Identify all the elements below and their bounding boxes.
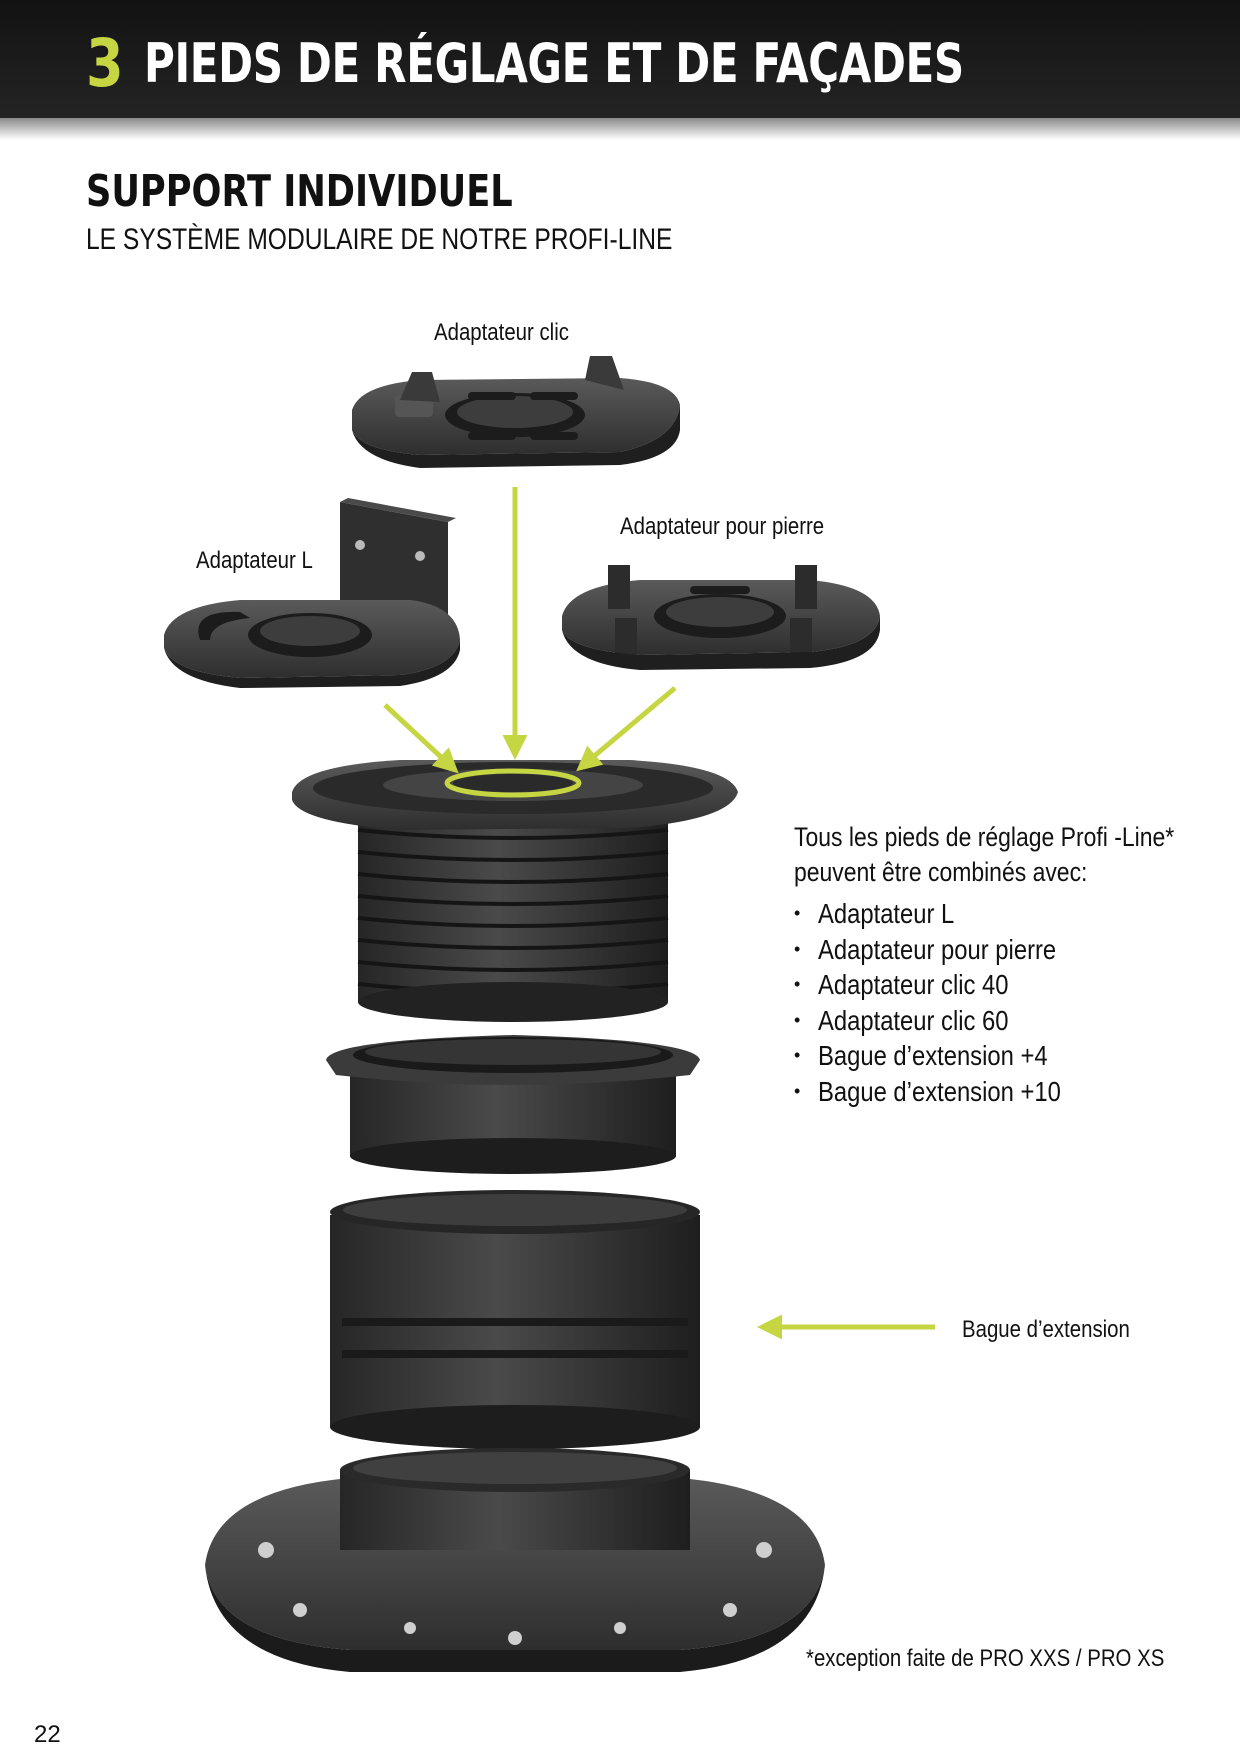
- info-intro: Tous les pieds de réglage Profi -Line* p…: [794, 822, 1175, 887]
- section-subtitle: LE SYSTÈME MODULAIRE DE NOTRE PROFI-LINE: [86, 223, 673, 256]
- info-list: •Adaptateur L •Adaptateur pour pierre •A…: [794, 896, 1214, 1109]
- list-item: •Adaptateur clic 60: [794, 1003, 1214, 1039]
- bullet-icon: •: [794, 1009, 801, 1030]
- pied-de-reglage-part: [292, 760, 738, 1022]
- footnote: *exception faite de PRO XXS / PRO XS: [806, 1645, 1165, 1672]
- arrows: [383, 487, 935, 1340]
- list-item: •Adaptateur L: [794, 896, 1214, 932]
- label-adaptateur-l: Adaptateur L: [196, 547, 313, 574]
- adaptateur-pierre-part: [562, 565, 880, 670]
- arrow-l: [383, 703, 459, 774]
- info-block: Tous les pieds de réglage Profi -Line* p…: [794, 820, 1214, 1109]
- bullet-icon: •: [794, 903, 801, 923]
- bague-extension-large-part: [330, 1190, 700, 1449]
- list-item: •Bague d’extension +4: [794, 1038, 1214, 1074]
- bullet-icon: •: [794, 938, 801, 959]
- bullet-icon: •: [794, 1045, 801, 1065]
- list-item: •Bague d’extension +10: [794, 1074, 1214, 1110]
- section-title: SUPPORT INDIVIDUEL: [86, 166, 513, 217]
- label-adaptateur-pierre: Adaptateur pour pierre: [620, 513, 825, 540]
- label-bague-extension: Bague d’extension: [962, 1316, 1130, 1343]
- bague-extension-small-part: [326, 1035, 700, 1174]
- list-item: •Adaptateur clic 40: [794, 967, 1214, 1003]
- header-bar: [0, 0, 1240, 118]
- base-plate-part: [205, 1448, 825, 1672]
- bullet-icon: •: [794, 1080, 801, 1101]
- page-number: 22: [34, 1721, 61, 1748]
- arrow-pierre: [576, 686, 677, 772]
- bullet-icon: •: [794, 974, 801, 994]
- adaptateur-clic-part: [352, 356, 680, 468]
- chapter-number: 3: [86, 25, 124, 102]
- list-item: •Adaptateur pour pierre: [794, 932, 1214, 968]
- chapter-title: PIEDS DE RÉGLAGE ET DE FAÇADES: [144, 32, 964, 95]
- adaptateur-l-part: [164, 498, 460, 688]
- label-adaptateur-clic: Adaptateur clic: [434, 319, 569, 346]
- header-shadow: [0, 118, 1240, 140]
